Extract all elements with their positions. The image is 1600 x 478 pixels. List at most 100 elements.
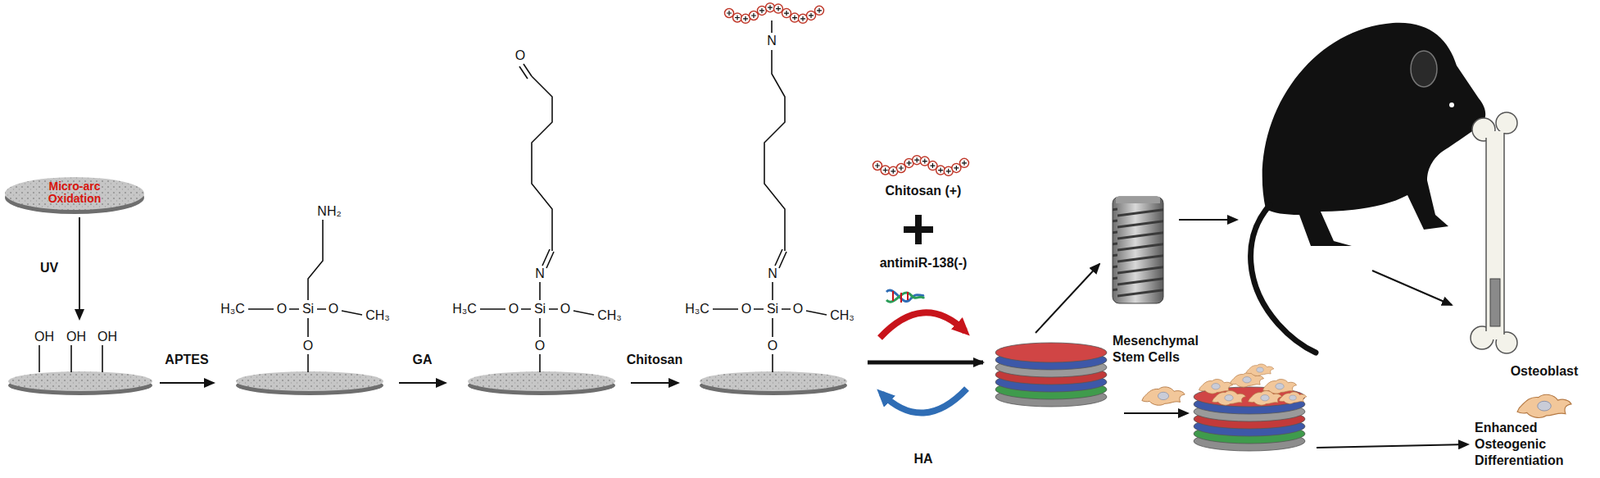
chemical-label: H₃C [220,301,245,317]
chemical-label: O [276,301,287,317]
surface-stage: OHOHOH [8,321,158,395]
chemical-label: O [793,301,803,317]
disk-label: Micro-arc Oxidation [29,180,120,206]
charge-mark [906,160,912,166]
drawing-part [1486,132,1505,335]
drawing-part [1316,444,1469,448]
cells-on-stack [1198,363,1306,405]
chemical-label: CH₃ [829,308,855,323]
disk-top [4,176,145,210]
chain-bead [766,3,776,13]
charge-mark [743,16,748,22]
chemical-label: O [560,301,571,317]
charge-mark [929,163,935,168]
chemical-label: OH [66,329,87,345]
drawing-part [903,214,934,245]
drawing-part [39,344,103,372]
drawing-part [235,371,384,391]
drawing-part [519,63,532,79]
drawing-part [1035,263,1100,333]
drawing-part [770,20,773,33]
chemical-label: N [534,266,545,282]
process-arrow [159,381,214,384]
annotation-label: Mesenchymal Stem Cells [1112,332,1215,366]
dental-implant [1112,196,1164,304]
drawing-part [1372,270,1452,305]
oxidized-disk: Micro-arc Oxidation [3,173,146,215]
charge-mark [775,6,781,12]
drawing-part [764,49,785,251]
drawing-part [1247,390,1282,406]
drawing-part [308,219,323,300]
drawing-part [1115,196,1161,204]
charge-mark [883,167,889,173]
chemical-label: O [767,338,778,354]
femur-bone [1470,112,1518,354]
drawing-part [1449,102,1455,108]
charge-mark [961,160,967,166]
surface-stage: ONH₃COSiOCH₃O [448,42,629,395]
charge-mark [898,165,904,171]
chain-bead [960,158,970,168]
chemical-label: CH₃ [597,308,622,323]
charge-mark [751,13,757,19]
chemical-label: O [303,338,313,354]
charge-mark [784,10,789,16]
drawing-part [1124,412,1188,414]
drawing-part [867,360,984,365]
annotation-label: Enhanced Osteogenic Differentiation [1474,419,1580,469]
charge-mark [953,165,959,171]
chemical-label: O [508,301,519,317]
surface-stage: NNH₃COSiOCH₃O [680,24,862,395]
step-label: Chitosan [625,352,685,368]
chemical-label: O [328,301,339,317]
chemical-label: NH₂ [317,203,341,219]
charge-mark [734,14,740,20]
charge-mark [816,8,822,14]
charge-mark [767,4,773,10]
drawing-part [892,290,908,303]
multilayer-stack [995,342,1107,407]
drawing-part [480,308,594,372]
charge-mark [938,167,943,173]
substrate-disks [8,371,848,395]
chain-bead [806,10,816,20]
chemical-label: O [515,48,526,64]
drawing-part [886,290,925,302]
charge-mark [874,163,880,168]
chemical-label: O [741,301,752,317]
drawing-part [248,308,363,372]
drawing-part [1246,363,1274,376]
plus-sign [903,214,934,245]
chain-bead [790,13,800,23]
drawing-part [1112,196,1164,304]
stem-cell [1142,386,1185,405]
drawing-part [1211,390,1246,406]
chemical-label: OH [97,329,118,345]
annotation-label: Chitosan (+) [885,182,962,200]
chitosan-chains [725,3,970,177]
drawing-part [1495,112,1518,134]
charge-mark [914,157,920,163]
process-arrow [398,381,446,384]
chemical-label: N [767,266,778,282]
charge-mark [792,15,798,21]
chemical-label: H₃C [684,301,710,317]
process-arrow [78,217,81,319]
chemical-label: Si [302,301,314,317]
surface-stage: NH₂H₃COSiOCH₃O [216,200,397,395]
chemical-label: N [766,33,777,49]
drawing-part [531,76,553,251]
charge-mark [800,16,806,22]
drawing-part [879,312,966,338]
rat-silhouette [1250,22,1487,353]
annotation-label: HA [913,450,933,467]
charge-mark [808,13,814,19]
drawing-part [1262,22,1486,246]
drawing-part [1112,206,1164,299]
process-arrow [630,381,679,384]
drawing-part [467,371,616,391]
